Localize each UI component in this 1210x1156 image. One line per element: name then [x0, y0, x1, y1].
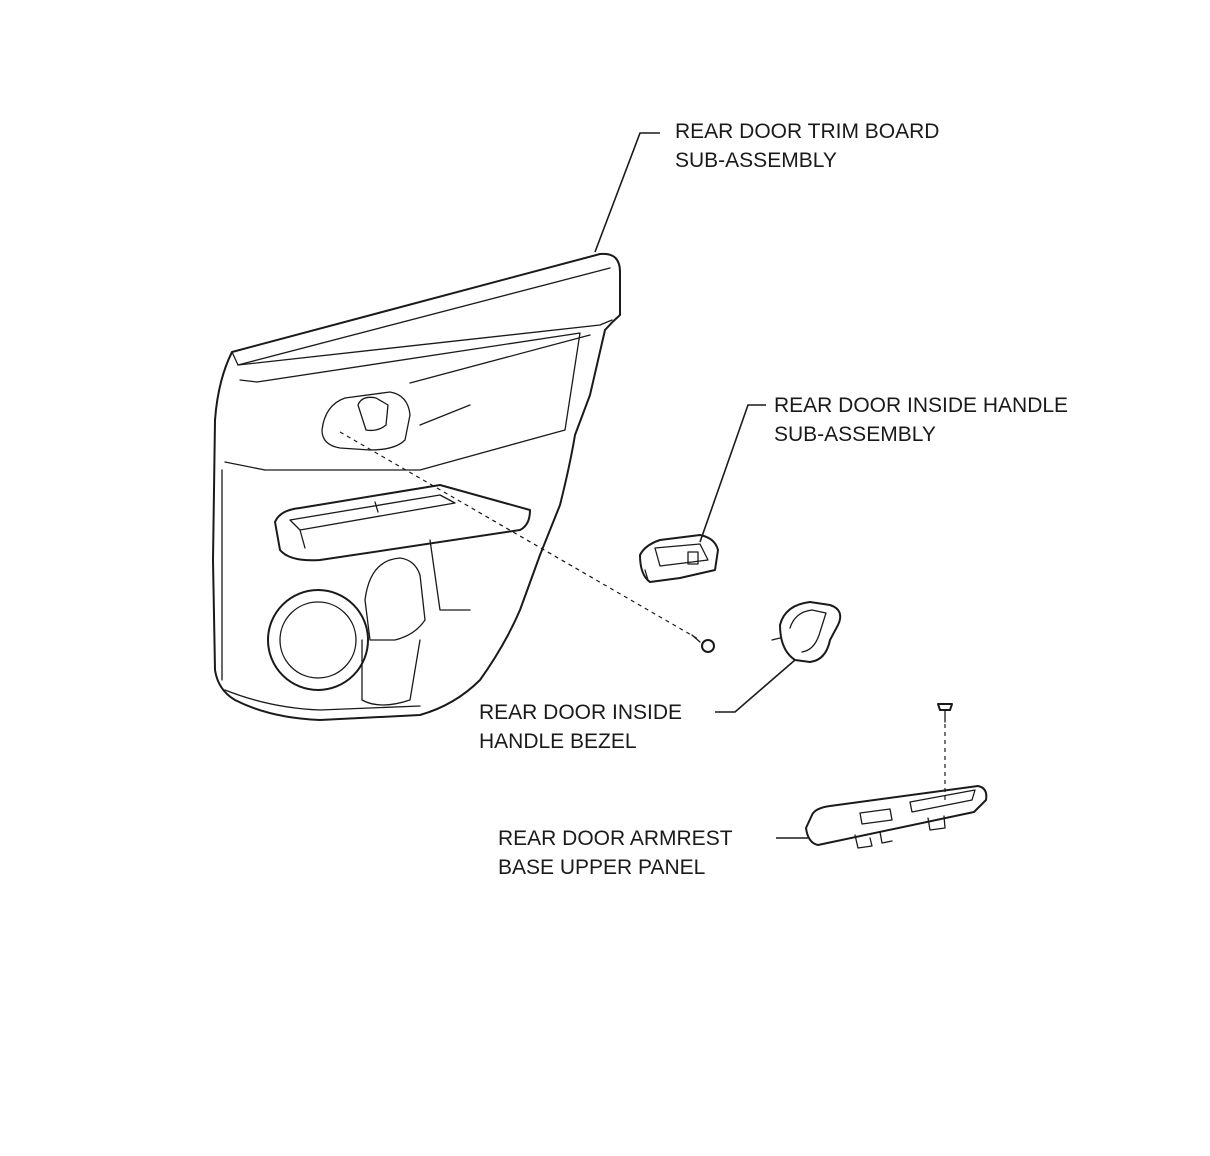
handle-bezel-part: [771, 601, 842, 663]
callout-inside-handle: REAR DOOR INSIDE HANDLE SUB-ASSEMBLY: [774, 391, 1068, 449]
leader-handle-bezel: [715, 659, 796, 713]
callout-armrest-panel-line1: REAR DOOR ARMREST: [498, 827, 733, 850]
screw-armrest: [937, 703, 953, 723]
screw-handle: [691, 634, 715, 653]
armrest-panel-part: [805, 785, 988, 849]
callout-handle-bezel: REAR DOOR INSIDE HANDLE BEZEL: [479, 698, 682, 756]
callout-trim-board-line1: REAR DOOR TRIM BOARD: [675, 120, 940, 143]
leader-inside-handle: [699, 404, 766, 543]
callout-handle-bezel-line1: REAR DOOR INSIDE: [479, 701, 683, 724]
callout-trim-board-line2: SUB-ASSEMBLY: [675, 149, 837, 172]
inside-handle-part: [639, 534, 719, 583]
callout-armrest-panel-line2: BASE UPPER PANEL: [498, 856, 706, 879]
callout-inside-handle-line2: SUB-ASSEMBLY: [774, 423, 936, 446]
assembly-dashline-handle-screw: [339, 431, 701, 641]
callout-handle-bezel-line2: HANDLE BEZEL: [479, 730, 637, 753]
door-trim-board: [212, 252, 621, 721]
callout-trim-board: REAR DOOR TRIM BOARD SUB-ASSEMBLY: [675, 117, 939, 175]
callout-armrest-panel: REAR DOOR ARMREST BASE UPPER PANEL: [498, 824, 733, 882]
leader-trim-board: [594, 132, 660, 253]
callout-inside-handle-line1: REAR DOOR INSIDE HANDLE: [774, 394, 1069, 417]
